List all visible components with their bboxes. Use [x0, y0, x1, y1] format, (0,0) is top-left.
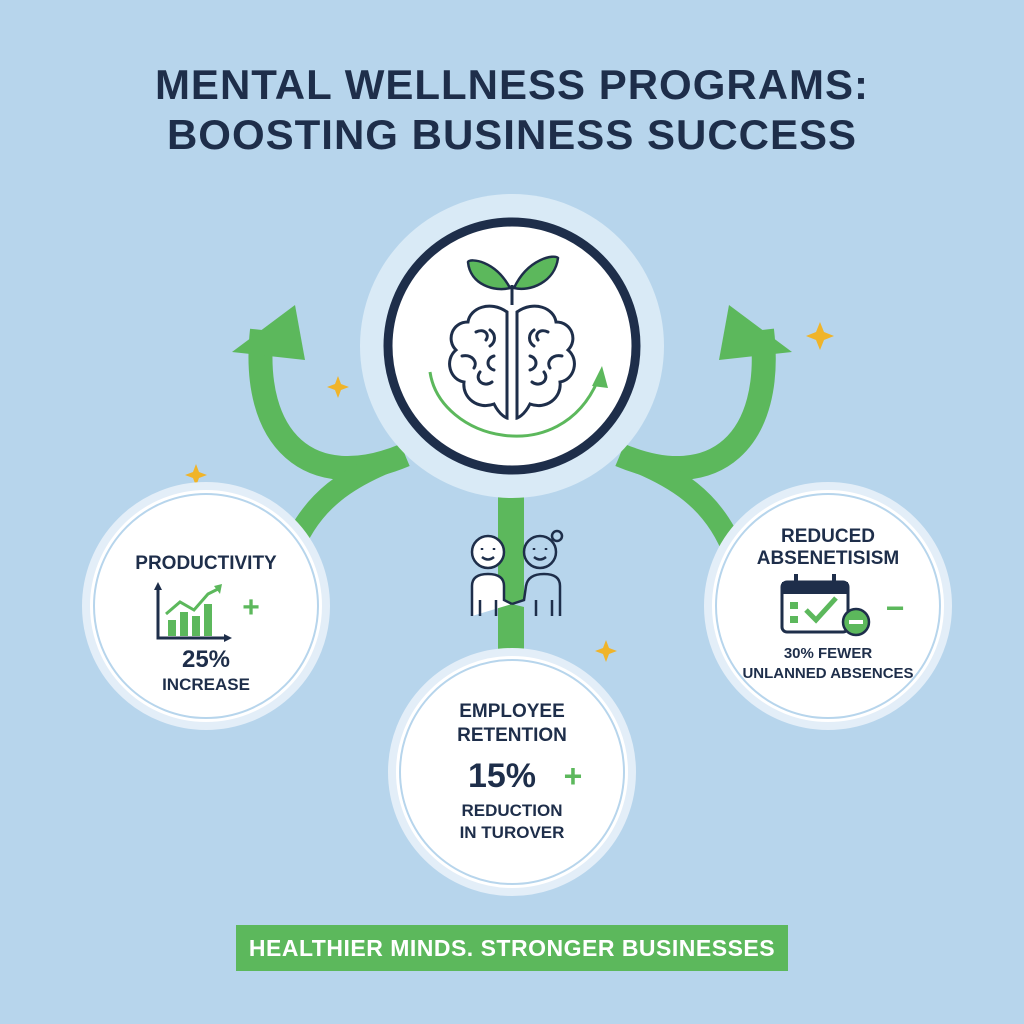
productivity-label: PRODUCTIVITY [135, 553, 277, 574]
retention-label-line-2: RETENTION [457, 725, 567, 746]
productivity-value: 25% [181, 646, 231, 673]
page-title: MENTAL WELLNESS PROGRAMS: BOOSTING BUSIN… [0, 60, 1024, 160]
absenteeism-label-line-1: REDUCED [781, 526, 875, 547]
sparkle-icon [185, 464, 207, 486]
retention-label-line-1: EMPLOYEE [459, 701, 565, 722]
productivity-plus-icon: + [242, 591, 260, 624]
retention-caption: REDUCTION IN TUROVER [432, 800, 592, 844]
absenteeism-caption-line-1: 30% FEWER [783, 645, 873, 662]
retention-value: 15% [467, 757, 537, 795]
sparkle-icon [327, 376, 349, 398]
title-line-1: MENTAL WELLNESS PROGRAMS: [154, 61, 870, 108]
brain-icon [448, 304, 576, 420]
absenteeism-label-line-2: ABSENETISISM [756, 548, 900, 569]
retention-caption-line-2: IN TUROVER [459, 823, 565, 842]
title-line-2: BOOSTING BUSINESS SUCCESS [166, 111, 858, 158]
productivity-caption: INCREASE [162, 675, 250, 694]
absenteeism-label: REDUCED ABSENETISISM [740, 526, 916, 570]
retention-plus-icon: + [563, 758, 583, 794]
sparkle-icon [806, 322, 834, 350]
absenteeism-caption: 30% FEWER UNLANNED ABSENCES [738, 644, 918, 684]
sparkles [185, 322, 834, 662]
retention-label: EMPLOYEE RETENTION [432, 700, 592, 748]
sparkle-icon [595, 640, 617, 662]
center-brain-circle [360, 194, 664, 498]
retention-caption-line-1: REDUCTION [461, 801, 563, 820]
calendar-check-icon [780, 574, 871, 637]
tagline-banner: HEALTHIER MINDS. STRONGER BUSINESSES [236, 925, 788, 971]
retention-circle [388, 648, 636, 896]
absenteeism-caption-line-2: UNLANNED ABSENCES [742, 665, 914, 682]
cycle-arrow-icon [428, 371, 600, 438]
chart-up-icon [154, 582, 232, 642]
sprout-icon [466, 255, 560, 305]
people-holding-hands-icon [470, 529, 564, 616]
absenteeism-minus-icon: − [885, 590, 905, 626]
